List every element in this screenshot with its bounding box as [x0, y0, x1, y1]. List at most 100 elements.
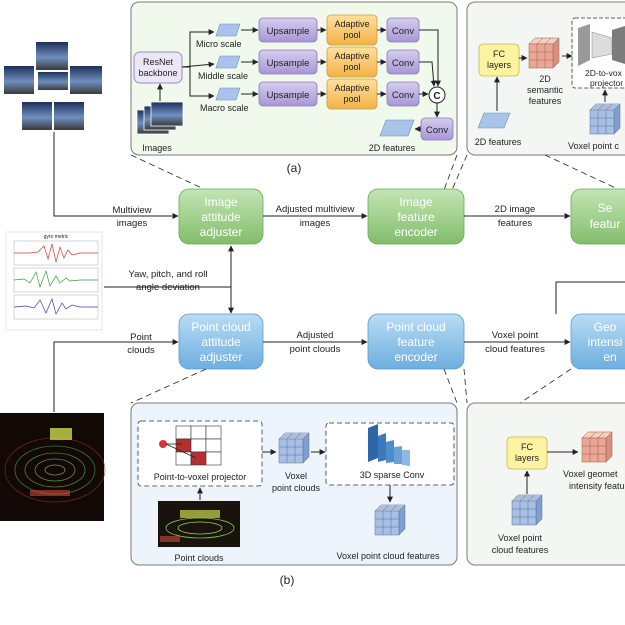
- voxel-point-cloud-features-cube: [374, 504, 406, 536]
- point-clouds-image-b: [158, 501, 240, 547]
- adjusted-point-clouds-label-2: point clouds: [290, 344, 341, 355]
- svg-text:layers: layers: [515, 453, 540, 463]
- angle-deviation-label-2: angle deviation: [136, 282, 200, 293]
- voxel-features-label-2: cloud features: [485, 344, 545, 355]
- conv-label-2: Conv: [392, 58, 414, 69]
- adaptive-pool-2-line2: pool: [343, 62, 360, 72]
- 2d-to-voxel-projector: 2D-to-vox projector: [571, 17, 625, 89]
- voxel-features-label-1: Voxel point: [492, 330, 539, 341]
- adaptive-pool-2-line1: Adaptive: [334, 51, 369, 61]
- svg-text:intensity featu: intensity featu: [569, 481, 625, 491]
- svg-text:point clouds: point clouds: [272, 483, 321, 493]
- 2d-image-features-label-2: features: [498, 218, 533, 229]
- multiview-images-thumbnails: [4, 42, 102, 130]
- svg-text:Image: Image: [204, 195, 238, 209]
- multiview-images-label-2: images: [117, 218, 148, 229]
- svg-text:FC: FC: [521, 442, 533, 452]
- svg-text:Point cloud: Point cloud: [386, 320, 445, 334]
- svg-text:encoder: encoder: [394, 225, 437, 239]
- panel-b: Point-to-voxel projector Voxel point clo…: [130, 402, 458, 566]
- backbone-label-line2: backbone: [138, 68, 177, 78]
- caption-b: (b): [280, 573, 295, 587]
- point-cloud-thumbnail: [0, 413, 106, 521]
- svg-text:en: en: [603, 350, 616, 364]
- svg-text:intensi: intensi: [588, 335, 623, 349]
- svg-text:adjuster: adjuster: [200, 225, 243, 239]
- geometry-intensity-encoder-node-truncated: Geo intensi en: [570, 313, 625, 370]
- adaptive-pool-3-line2: pool: [343, 94, 360, 104]
- svg-text:attitude: attitude: [201, 210, 241, 224]
- adaptive-pool-1-line2: pool: [343, 30, 360, 40]
- point-cloud-feature-encoder-node: Point cloud feature encoder: [367, 313, 465, 370]
- svg-text:semantic: semantic: [527, 85, 564, 95]
- panel-b-right: FC layers Voxel geomet intensity featu V…: [466, 402, 625, 566]
- svg-text:attitude: attitude: [201, 335, 241, 349]
- svg-text:cloud features: cloud features: [492, 545, 549, 555]
- image-feature-encoder-node: Image feature encoder: [367, 188, 465, 245]
- conv-label-1: Conv: [392, 26, 414, 37]
- 2d-feature-map-right: [477, 112, 511, 129]
- multiview-images-label-1: Multiview: [112, 205, 151, 216]
- point-clouds-label-b: Point clouds: [174, 553, 224, 563]
- svg-text:Point cloud: Point cloud: [191, 320, 250, 334]
- panel-a-right: FC layers 2D semantic features 2D-to-vox…: [466, 1, 625, 156]
- 2d-feature-map: [379, 119, 415, 137]
- voxel-point-clouds-cube: [278, 432, 310, 464]
- upsample-boxes: Upsample Upsample Upsample: [258, 17, 318, 107]
- svg-text:encoder: encoder: [394, 350, 437, 364]
- micro-scale-label: Micro scale: [196, 39, 242, 49]
- caption-a: (a): [287, 161, 302, 175]
- adjusted-point-clouds-label-1: Adjusted: [297, 330, 334, 341]
- panel-a: Images ResNet backbone Micro scale Middl…: [130, 1, 458, 156]
- upsample-label-2: Upsample: [267, 58, 310, 69]
- conv-boxes: Conv Conv Conv: [386, 17, 420, 107]
- middle-scale-label: Middle scale: [198, 71, 248, 81]
- svg-text:C: C: [433, 91, 440, 102]
- projector-label: Point-to-voxel projector: [154, 472, 247, 482]
- fc-layers-box-bottom: FC layers: [506, 436, 548, 470]
- resnet-backbone-box: ResNet backbone: [133, 51, 183, 84]
- fc-layers-box-top: FC layers: [478, 43, 520, 77]
- backbone-label-line1: ResNet: [143, 57, 174, 67]
- svg-text:adjuster: adjuster: [200, 350, 243, 364]
- 2d-features-label: 2D features: [369, 143, 416, 153]
- concat-symbol: C: [428, 86, 446, 104]
- adjusted-multiview-label-1: Adjusted multiview: [276, 204, 355, 215]
- upsample-label-3: Upsample: [267, 90, 310, 101]
- 2d-image-features-label-1: 2D image: [495, 204, 536, 215]
- svg-text:projector: projector: [590, 78, 623, 88]
- voxel-point-cube-top: [589, 103, 621, 135]
- macro-scale-label: Macro scale: [200, 103, 249, 113]
- svg-text:feature: feature: [397, 210, 435, 224]
- conv-label-3: Conv: [392, 90, 414, 101]
- svg-text:Geo: Geo: [594, 320, 617, 334]
- svg-text:Voxel: Voxel: [285, 471, 307, 481]
- upsample-label-1: Upsample: [267, 26, 310, 37]
- svg-text:Image: Image: [399, 195, 433, 209]
- image-attitude-adjuster-node: Image attitude adjuster: [178, 188, 264, 245]
- adaptive-pool-3-line1: Adaptive: [334, 83, 369, 93]
- svg-text:features: features: [529, 96, 562, 106]
- plot-title: gyro metric: [44, 234, 69, 240]
- voxel-point-cloud-features-cube-right: [511, 494, 543, 526]
- svg-text:layers: layers: [487, 60, 512, 70]
- attitude-deviation-plot: gyro metric: [5, 231, 103, 331]
- svg-text:Voxel geomet: Voxel geomet: [563, 469, 618, 479]
- svg-text:Voxel point: Voxel point: [498, 533, 543, 543]
- svg-text:feature: feature: [397, 335, 435, 349]
- angle-deviation-label-1: Yaw, pitch, and roll: [128, 269, 207, 280]
- semantic-feature-node-truncated: Se featur: [570, 188, 625, 245]
- adjusted-multiview-label-2: images: [300, 218, 331, 229]
- svg-text:featur: featur: [590, 217, 621, 231]
- scale-feature-maps: [215, 23, 241, 101]
- svg-text:2D: 2D: [539, 74, 551, 84]
- sparse-conv-box: 3D sparse Conv: [325, 422, 455, 486]
- sparse-conv-label: 3D sparse Conv: [360, 470, 425, 480]
- point-clouds-label-2: clouds: [127, 345, 155, 356]
- images-label: Images: [142, 143, 172, 153]
- voxel-geometric-cube: [581, 431, 613, 463]
- svg-text:Voxel point c: Voxel point c: [568, 141, 620, 151]
- adaptive-pool-1-line1: Adaptive: [334, 19, 369, 29]
- svg-text:FC: FC: [493, 49, 505, 59]
